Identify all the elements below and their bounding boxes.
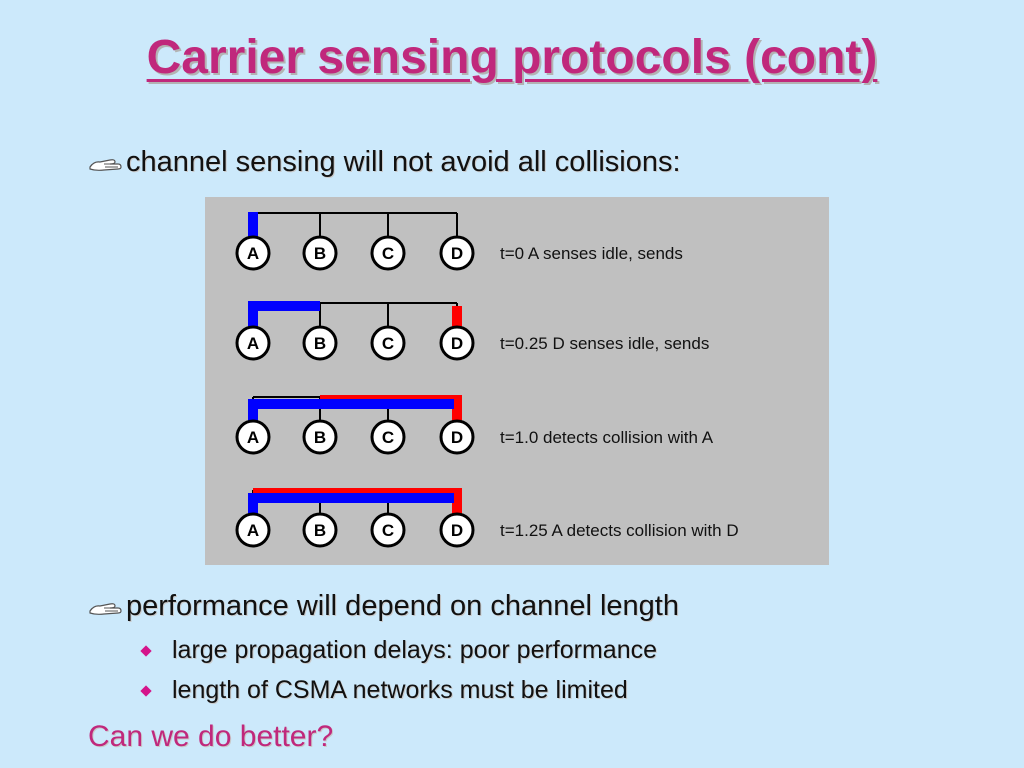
node-label: A bbox=[247, 521, 259, 540]
node-label: B bbox=[314, 244, 326, 263]
node-label: D bbox=[451, 244, 463, 263]
node-circle bbox=[235, 235, 271, 271]
node-circle bbox=[302, 512, 338, 548]
bullet-performance: performance will depend on channel lengt… bbox=[88, 590, 679, 623]
node-circle bbox=[439, 235, 475, 271]
node-label: D bbox=[451, 521, 463, 540]
node-circle bbox=[235, 325, 271, 361]
bullet-channel-sensing: channel sensing will not avoid all colli… bbox=[88, 146, 681, 179]
node-circle bbox=[302, 235, 338, 271]
node-label: B bbox=[314, 334, 326, 353]
node-label: D bbox=[451, 428, 463, 447]
node-circle bbox=[439, 419, 475, 455]
node-label: A bbox=[247, 428, 259, 447]
node-circle bbox=[370, 419, 406, 455]
node-label: A bbox=[247, 334, 259, 353]
bullet-text: performance will depend on channel lengt… bbox=[126, 590, 679, 622]
sub-bullet-propagation: large propagation delays: poor performan… bbox=[140, 636, 658, 665]
node-circle bbox=[235, 419, 271, 455]
node-circle bbox=[370, 512, 406, 548]
node-circle bbox=[235, 512, 271, 548]
node-circle bbox=[302, 325, 338, 361]
slide-title: Carrier sensing protocols (cont) bbox=[146, 31, 878, 84]
node-label: B bbox=[314, 428, 326, 447]
node-circle bbox=[302, 419, 338, 455]
sub-bullet-text: large propagation delays: poor performan… bbox=[172, 636, 658, 664]
node-circle bbox=[439, 325, 475, 361]
node-label: C bbox=[382, 521, 394, 540]
pointing-hand-icon bbox=[89, 158, 122, 171]
node-label: D bbox=[451, 334, 463, 353]
closing-question: Can we do better? bbox=[88, 720, 334, 753]
bullet-text: channel sensing will not avoid all colli… bbox=[126, 146, 681, 178]
sub-bullet-length: length of CSMA networks must be limited bbox=[140, 676, 628, 705]
node-label: C bbox=[382, 334, 394, 353]
node-circle bbox=[439, 512, 475, 548]
diamond-bullet-icon bbox=[140, 684, 152, 697]
pointing-hand-icon bbox=[89, 602, 122, 615]
node-label: C bbox=[382, 428, 394, 447]
node-label: C bbox=[382, 244, 394, 263]
sub-bullet-text: length of CSMA networks must be limited bbox=[172, 676, 628, 704]
diamond-bullet-icon bbox=[140, 644, 152, 657]
node-circle bbox=[370, 235, 406, 271]
node-label: B bbox=[314, 521, 326, 540]
node-circle bbox=[370, 325, 406, 361]
timeline-caption: t=0.25 D senses idle, sends bbox=[500, 334, 709, 353]
node-label: A bbox=[247, 244, 259, 263]
timeline-caption: t=1.25 A detects collision with D bbox=[500, 521, 739, 540]
timeline-caption: t=1.0 detects collision with A bbox=[500, 428, 714, 447]
timeline-caption: t=0 A senses idle, sends bbox=[500, 244, 683, 263]
